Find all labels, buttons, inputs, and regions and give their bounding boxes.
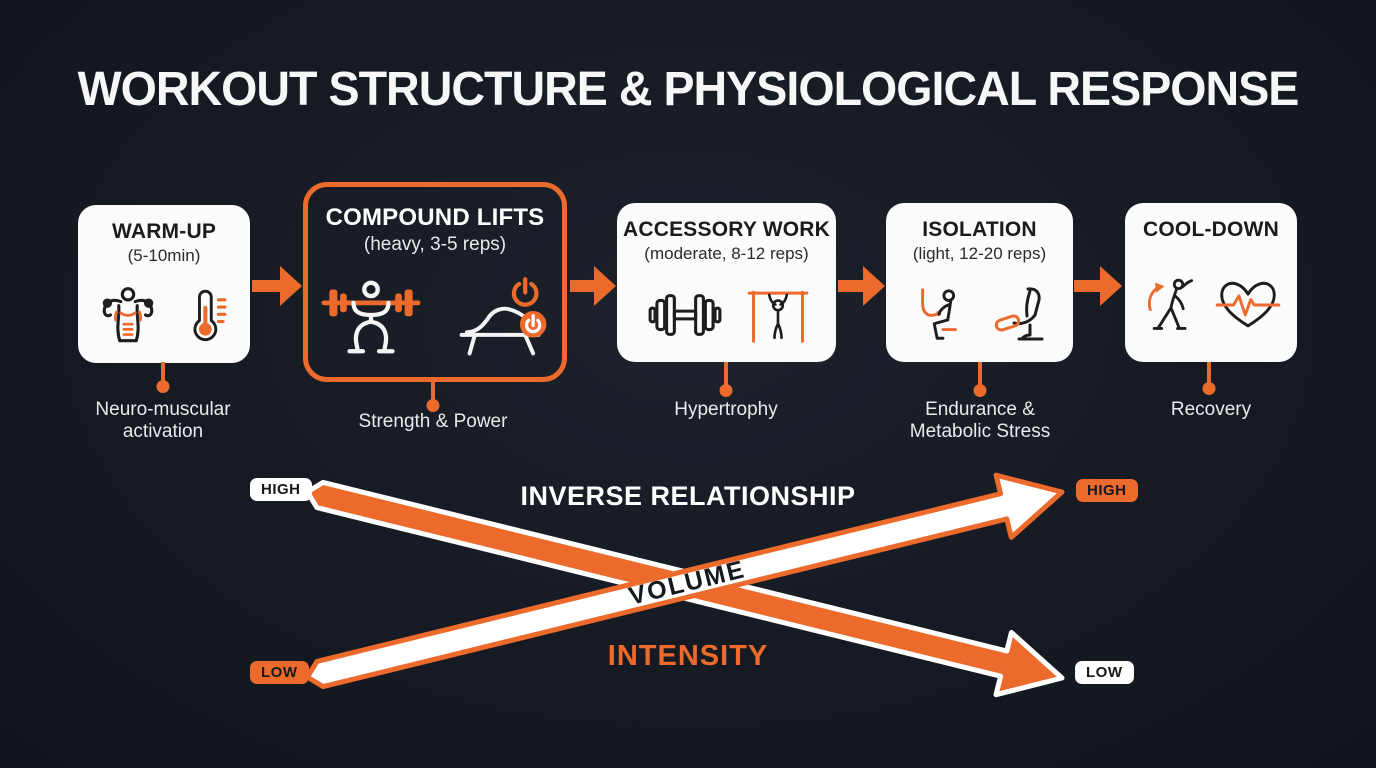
pull-up-icon xyxy=(743,283,813,352)
intensity-label: INTENSITY xyxy=(607,640,769,672)
flow-arrow-icon xyxy=(570,266,616,306)
flexed-biceps-icon xyxy=(95,284,161,355)
stage-result-label: Endurance & Metabolic Stress xyxy=(909,399,1051,443)
stage-icons xyxy=(95,275,233,363)
badge-low-left: LOW xyxy=(250,661,309,684)
stage-connector xyxy=(724,362,728,386)
badge-low-right: LOW xyxy=(1075,661,1134,684)
stage-box-compound-lifts: COMPOUND LIFTS (heavy, 3-5 reps) xyxy=(303,182,567,382)
leg-extension-icon xyxy=(986,283,1050,352)
stage-result-label: Strength & Power xyxy=(358,411,508,432)
flow-arrow-icon xyxy=(838,266,885,306)
relationship-arrows: VOLUME xyxy=(304,472,1065,698)
badge-high-left: HIGH xyxy=(250,478,312,501)
stage-box-cool-down: COOL-DOWN xyxy=(1125,203,1297,362)
stage-icons xyxy=(1141,253,1281,362)
stage-result-label: Hypertrophy xyxy=(674,399,778,420)
stage-subtitle: (5-10min) xyxy=(127,246,201,265)
stage-icons xyxy=(910,273,1050,362)
volume-arrow xyxy=(304,472,1065,690)
stage-icons xyxy=(641,273,813,362)
flow-arrow-icon xyxy=(1074,266,1122,306)
stage-result-label: Neuro-muscular activation xyxy=(95,399,231,443)
stage-subtitle: (moderate, 8-12 reps) xyxy=(644,244,809,263)
bench-press-power-icon xyxy=(451,276,557,367)
stage-subtitle: (heavy, 3-5 reps) xyxy=(363,234,507,255)
stage-connector xyxy=(161,362,165,382)
page-title: WORKOUT STRUCTURE & PHYSIOLOGICAL RESPON… xyxy=(77,63,1300,116)
stage-box-isolation: ISOLATION (light, 12-20 reps) xyxy=(886,203,1073,362)
stage-connector xyxy=(431,382,435,401)
stage-title: COMPOUND LIFTS xyxy=(325,204,545,231)
stage-title: ACCESSORY WORK xyxy=(623,218,830,241)
stage-subtitle: (light, 12-20 reps) xyxy=(912,244,1047,263)
flow-arrow-icon xyxy=(252,266,302,306)
stretching-icon xyxy=(1141,274,1201,341)
barbell-squat-icon xyxy=(313,276,429,367)
stage-box-accessory-work: ACCESSORY WORK (moderate, 8-12 reps) xyxy=(617,203,836,362)
stage-title: WARM-UP xyxy=(111,220,217,243)
thermometer-icon xyxy=(175,285,233,354)
seated-curl-icon xyxy=(910,284,972,351)
dumbbell-icon xyxy=(641,284,729,351)
stage-result-label: Recovery xyxy=(1170,399,1252,420)
badge-high-right: HIGH xyxy=(1076,479,1138,502)
relationship-title: INVERSE RELATIONSHIP xyxy=(520,481,856,511)
heart-rate-icon xyxy=(1215,276,1281,339)
stage-title: ISOLATION xyxy=(922,218,1037,241)
stage-connector xyxy=(978,362,982,386)
stage-title: COOL-DOWN xyxy=(1143,218,1279,241)
stage-box-warm-up: WARM-UP (5-10min) xyxy=(78,205,250,363)
stage-icons xyxy=(313,265,557,377)
stage-connector xyxy=(1207,362,1211,384)
